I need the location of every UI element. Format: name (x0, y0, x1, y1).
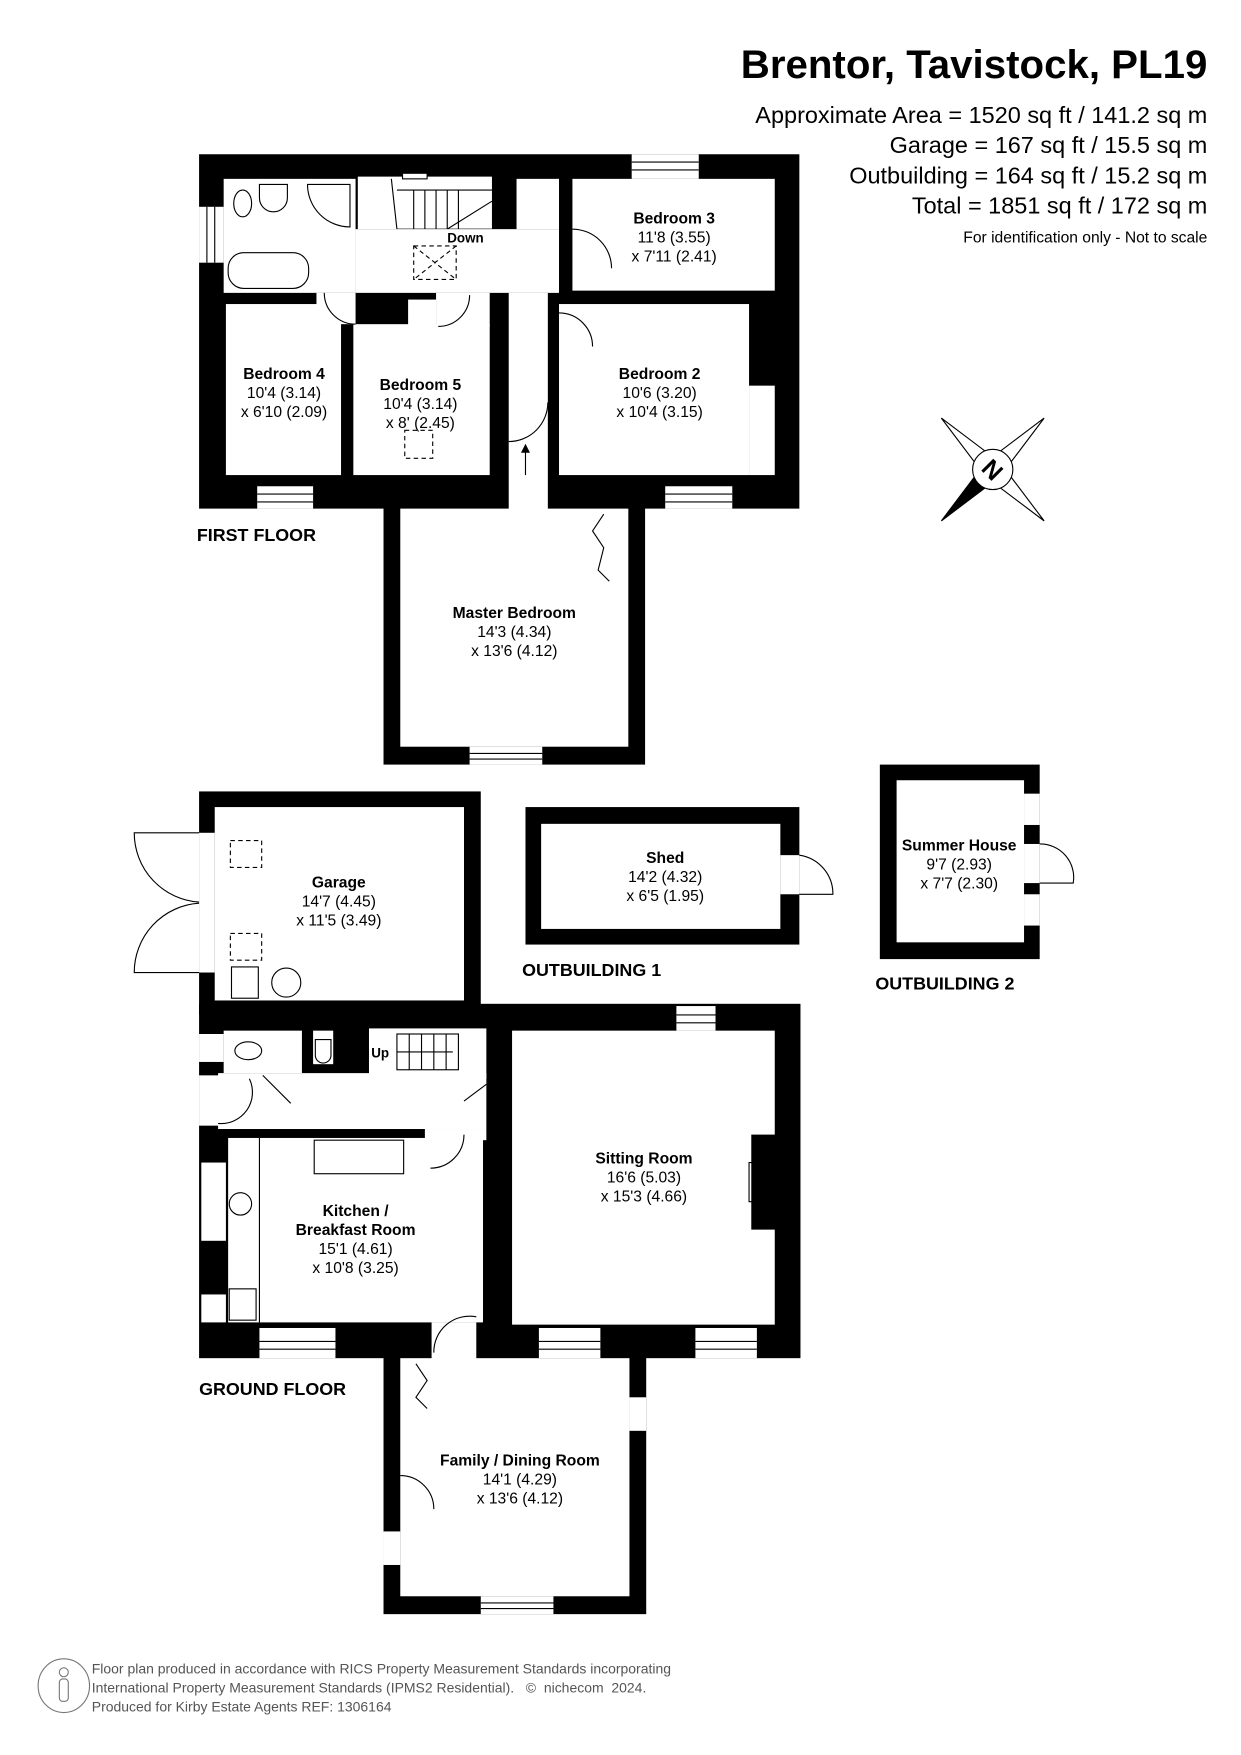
footer-line: Produced for Kirby Estate Agents REF: 13… (92, 1698, 392, 1714)
first-floor-label: FIRST FLOOR (197, 525, 316, 545)
stairs-down-label: Down (447, 231, 484, 246)
outbuilding-1-label: OUTBUILDING 1 (522, 960, 661, 980)
person-info-icon (37, 1658, 91, 1714)
ground-floor-label: GROUND FLOOR (199, 1379, 346, 1399)
room-name: Bedroom 5 (380, 377, 462, 394)
room-dimension: x 10'8 (3.25) (312, 1260, 398, 1277)
room-dimension: 10'6 (3.20) (623, 385, 697, 402)
area-garage: Garage = 167 sq ft / 15.5 sq m (890, 132, 1208, 158)
room-dimension: x 10'4 (3.15) (616, 404, 702, 421)
room-dimension: x 15'3 (4.66) (601, 1189, 687, 1206)
area-outbuilding: Outbuilding = 164 sq ft / 15.2 sq m (849, 162, 1207, 188)
room-dimension: x 8' (2.45) (386, 415, 455, 432)
room-name: Kitchen / (323, 1203, 390, 1220)
area-total: Total = 1851 sq ft / 172 sq m (912, 193, 1207, 219)
room-dimension: 11'8 (3.55) (638, 230, 711, 247)
room-name: Garage (312, 875, 366, 892)
room-name: Shed (646, 850, 684, 867)
outbuilding-2-plan: Summer House 9'7 (2.93) x 7'7 (2.30) OUT… (875, 764, 1075, 993)
room-name: Family / Dining Room (440, 1452, 600, 1469)
room-dimension: x 6'5 (1.95) (626, 888, 704, 905)
room-dimension: x 7'7 (2.30) (920, 876, 998, 893)
compass-rose-icon: N (940, 417, 1045, 522)
room-dimension: x 6'10 (2.09) (241, 404, 327, 421)
room-name: Sitting Room (595, 1151, 692, 1168)
room-dimension: x 13'6 (4.12) (471, 643, 557, 660)
room-dimension: 14'7 (4.45) (302, 894, 376, 911)
room-dimension: 10'4 (3.14) (383, 396, 457, 413)
page-title: Brentor, Tavistock, PL19 (741, 42, 1208, 87)
room-dimension: 14'1 (4.29) (483, 1471, 557, 1488)
room-name: Summer House (902, 838, 1017, 855)
room-dimension: 10'4 (3.14) (247, 385, 321, 402)
room-dimension: 14'3 (4.34) (477, 624, 551, 641)
room-dimension: 16'6 (5.03) (607, 1170, 681, 1187)
disclaimer: For identification only - Not to scale (963, 230, 1207, 247)
room-dimension: x 7'11 (2.41) (632, 249, 717, 266)
room-name: Breakfast Room (296, 1222, 416, 1239)
room-name: Bedroom 3 (633, 211, 715, 228)
room-dimension: 14'2 (4.32) (628, 869, 702, 886)
footer-line: Floor plan produced in accordance with R… (92, 1660, 671, 1676)
room-dimension: x 13'6 (4.12) (477, 1490, 563, 1507)
room-dimension: 15'1 (4.61) (318, 1241, 392, 1258)
room-name: Master Bedroom (453, 605, 576, 622)
outbuilding-2-label: OUTBUILDING 2 (875, 973, 1014, 993)
outbuilding-1-plan: Shed 14'2 (4.32) x 6'5 (1.95) OUTBUILDIN… (522, 807, 834, 980)
room-name: Bedroom 2 (619, 366, 701, 383)
area-approximate: Approximate Area = 1520 sq ft / 141.2 sq… (755, 102, 1207, 128)
stairs-up-label: Up (371, 1045, 389, 1060)
room-name: Bedroom 4 (243, 366, 325, 383)
staircase-icon (396, 1033, 459, 1071)
room-dimension: 9'7 (2.93) (926, 857, 992, 874)
first-floor-plan: Down Bedroom 3 11'8 ( (197, 154, 800, 765)
footer-line: International Property Measurement Stand… (92, 1679, 647, 1695)
room-dimension: x 11'5 (3.49) (296, 913, 381, 930)
ground-floor-plan: Up Garage 14'7 (4.45) (133, 791, 801, 1615)
